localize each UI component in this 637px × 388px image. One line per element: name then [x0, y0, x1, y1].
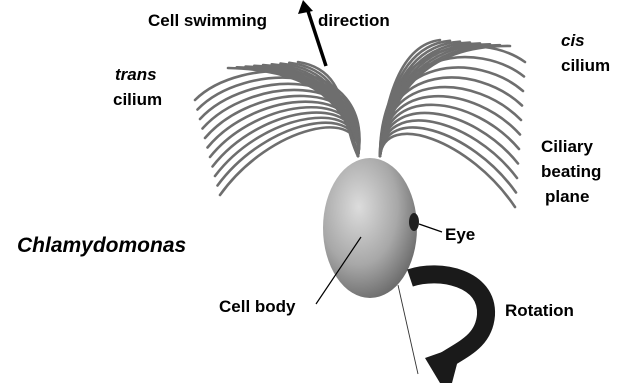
eye-label: Eye [445, 225, 475, 244]
cis-label: cis [561, 31, 585, 50]
cell-body-label: Cell body [219, 297, 296, 316]
cis-cilium-strand [380, 46, 510, 156]
eye-leader-line [419, 224, 442, 232]
beating-label: beating [541, 162, 601, 181]
trans-label: trans [115, 65, 157, 84]
rotation-label: Rotation [505, 301, 574, 320]
rotation-axis-line [398, 285, 418, 374]
trans-cilium-label: cilium [113, 90, 162, 109]
rotation-arrow [410, 274, 486, 383]
swim-direction-label-1: Cell swimming [148, 11, 267, 30]
cis-cilium-label: cilium [561, 56, 610, 75]
eye-spot [409, 213, 419, 231]
cell-body [323, 158, 417, 298]
trans-cilium-strand [215, 118, 359, 176]
swim-direction-label-2: direction [318, 11, 390, 30]
plane-label: plane [545, 187, 589, 206]
ciliary-label: Ciliary [541, 137, 594, 156]
swimming-direction-arrow [298, 0, 326, 66]
organism-title: Chlamydomonas [17, 234, 186, 257]
trans-cilium [195, 62, 359, 195]
cis-cilium-strand [380, 105, 519, 156]
